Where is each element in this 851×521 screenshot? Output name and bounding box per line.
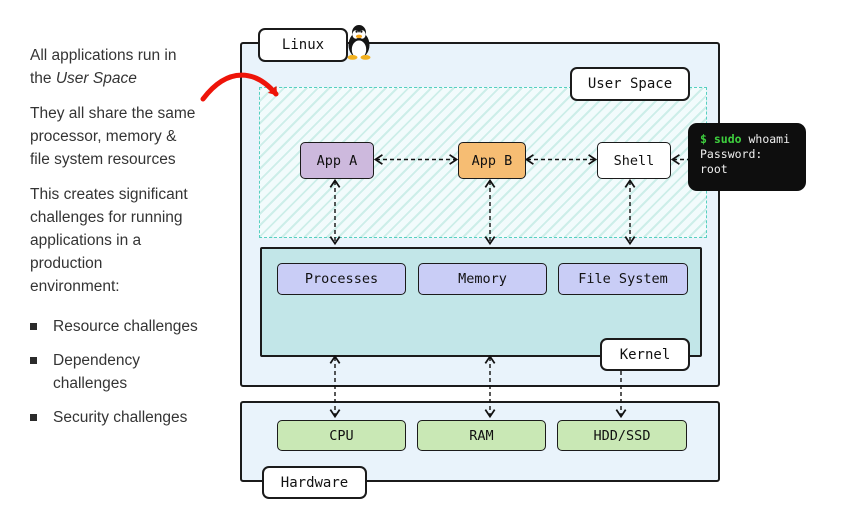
terminal-window: $ sudo whoami Password: root [688, 123, 806, 191]
paragraph-user-space-text: All applications run in the [30, 47, 177, 87]
linux-label: Linux [258, 28, 348, 62]
challenge-list: Resource challenges Dependency challenge… [30, 315, 202, 429]
list-item-label: Security challenges [53, 409, 188, 426]
bullet-square-icon [30, 323, 37, 330]
node-processes: Processes [277, 263, 406, 295]
node-file-system: File System [558, 263, 688, 295]
terminal-command: whoami [741, 132, 791, 146]
terminal-prompt: $ sudo [700, 132, 742, 146]
terminal-output-line: root [700, 162, 728, 176]
list-item-label: Dependency challenges [53, 352, 141, 392]
bullet-square-icon [30, 357, 37, 364]
bullet-square-icon [30, 414, 37, 421]
hardware-label: Hardware [262, 466, 367, 499]
paragraph-challenges: This creates significant challenges for … [30, 186, 188, 295]
terminal-command-line: $ sudo whoami [700, 132, 806, 147]
node-app-b: App B [458, 142, 526, 179]
user-space-emphasis: User Space [55, 70, 137, 87]
list-item-label: Resource challenges [53, 318, 198, 335]
list-item: Security challenges [30, 406, 202, 429]
node-memory: Memory [418, 263, 547, 295]
list-item: Resource challenges [30, 315, 202, 338]
paragraph-shared-resources: They all share the same processor, memor… [30, 105, 196, 168]
node-app-a: App A [300, 142, 374, 179]
annotation-panel: All applications run in the User Space T… [30, 44, 202, 429]
node-shell: Shell [597, 142, 671, 179]
paragraph-user-space: All applications run in the User Space [30, 44, 202, 90]
kernel-label: Kernel [600, 338, 690, 371]
user-space-label: User Space [570, 67, 690, 101]
node-hdd-ssd: HDD/SSD [557, 420, 687, 451]
list-item: Dependency challenges [30, 349, 202, 395]
node-cpu: CPU [277, 420, 406, 451]
tux-penguin-icon [347, 25, 371, 60]
terminal-password-line: Password: [700, 147, 763, 161]
node-ram: RAM [417, 420, 546, 451]
